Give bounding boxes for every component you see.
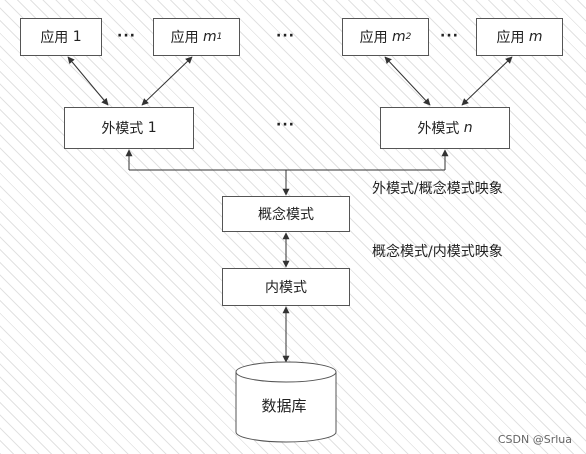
database-label: 数据库 <box>261 397 307 415</box>
connector-appm2-extn <box>384 56 431 106</box>
mapping-label-external-conceptual: 外模式/概念模式映象 <box>372 181 503 197</box>
internal-schema-label: 内模式 <box>265 280 307 296</box>
app-index: 1 <box>72 29 82 45</box>
ellipsis: ··· <box>117 28 136 44</box>
app-var: m <box>203 29 217 45</box>
external-schema-box-1: 外模式 1 <box>64 107 194 149</box>
external-schema-index: 1 <box>147 120 157 136</box>
app-var: m <box>392 29 406 45</box>
app-var: m <box>528 29 543 45</box>
external-schema-label: 外模式 <box>417 121 460 137</box>
external-schema-var: n <box>463 120 473 136</box>
external-schema-label: 外模式 <box>101 121 144 137</box>
app-label: 应用 <box>359 30 388 46</box>
conceptual-schema-label: 概念模式 <box>258 207 314 223</box>
app-subscript: 2 <box>405 32 412 42</box>
app-label: 应用 <box>496 30 525 46</box>
ellipsis: ··· <box>440 28 459 44</box>
connector-app1-ext1 <box>67 56 109 106</box>
app-box-1: 应用 1 <box>20 18 102 56</box>
mapping-label-conceptual-internal: 概念模式/内模式映象 <box>372 244 503 260</box>
app-subscript: 1 <box>216 32 223 42</box>
external-schema-box-n: 外模式 n <box>380 107 510 149</box>
internal-schema-box: 内模式 <box>222 268 350 306</box>
app-label: 应用 <box>40 30 69 46</box>
ellipsis: ··· <box>276 117 295 133</box>
app-label: 应用 <box>170 30 199 46</box>
ellipsis: ··· <box>276 28 295 44</box>
database-cylinder <box>235 361 337 443</box>
connector-appm-extn <box>461 56 513 106</box>
watermark: CSDN @Srlua <box>497 433 572 446</box>
connector-appm1-ext1 <box>141 56 193 106</box>
conceptual-schema-box: 概念模式 <box>222 196 350 232</box>
app-box-m: 应用 m <box>476 18 563 56</box>
